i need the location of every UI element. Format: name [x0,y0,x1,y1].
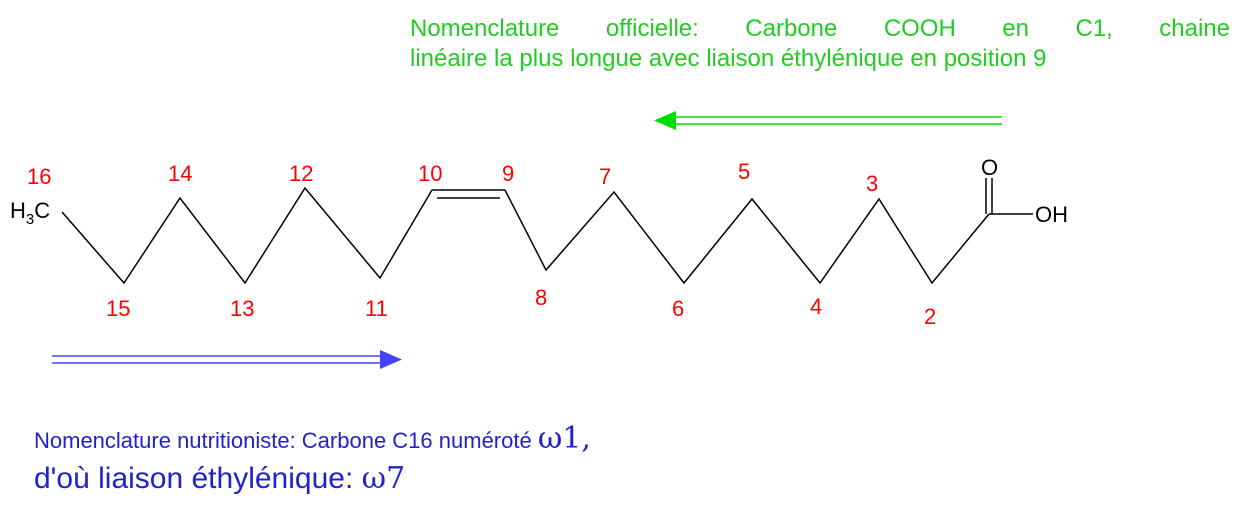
nutritionist-nomenclature-note: Nomenclature nutritioniste: Carbone C16 … [34,420,591,498]
chain-bonds-c16-to-c10 [61,186,433,285]
carbon-number-7: 7 [599,164,611,189]
nutritionist-line-1-text: Nomenclature nutritioniste: Carbone C16 … [34,428,538,453]
omega-7-symbol: ω7 [361,461,406,496]
carbon-number-4: 4 [810,294,822,319]
nutritionist-nomenclature-line-1: Nomenclature nutritioniste: Carbone C16 … [34,420,591,460]
carbon-number-13: 13 [230,296,254,321]
carbon-number-2: 2 [924,304,936,329]
omega-1-symbol: ω1 [537,421,582,456]
carbon-chain [61,178,1033,285]
carbon-number-5: 5 [738,159,750,184]
chain-bonds-c9-to-c1 [504,189,990,285]
carbon-number-6: 6 [672,296,684,321]
official-nomenclature-line-1: Nomenclature officielle: Carbone COOH en… [410,15,1230,42]
nutritionist-line-1-end: , [581,421,591,456]
green-direction-arrow [654,111,1002,130]
official-nomenclature-note: Nomenclature officielle: Carbone COOH en… [410,14,1230,74]
carbon-number-14: 14 [168,161,192,186]
carbon-number-15: 15 [106,296,130,321]
nutritionist-nomenclature-line-2: d'où liaison éthylénique: ω7 [34,460,591,498]
carbon-number-labels: 16 15 14 13 12 11 10 9 8 7 6 5 4 3 2 [27,159,936,329]
carbon-number-16: 16 [27,164,51,189]
carbon-number-8: 8 [535,285,547,310]
methyl-label: H3C [10,198,50,228]
carbon-number-3: 3 [866,171,878,196]
atom-labels: H3C O OH [10,155,1068,228]
blue-direction-arrow [52,350,402,369]
nutritionist-line-2-text: d'où liaison éthylénique: [34,462,362,495]
carbon-number-12: 12 [289,161,313,186]
official-nomenclature-line-2: linéaire la plus longue avec liaison éth… [410,45,1047,72]
carbonyl-oxygen-label: O [981,155,998,180]
hydroxyl-label: OH [1035,202,1068,227]
carbon-number-11: 11 [365,296,388,321]
carbon-number-9: 9 [502,161,514,186]
carbon-number-10: 10 [418,161,442,186]
